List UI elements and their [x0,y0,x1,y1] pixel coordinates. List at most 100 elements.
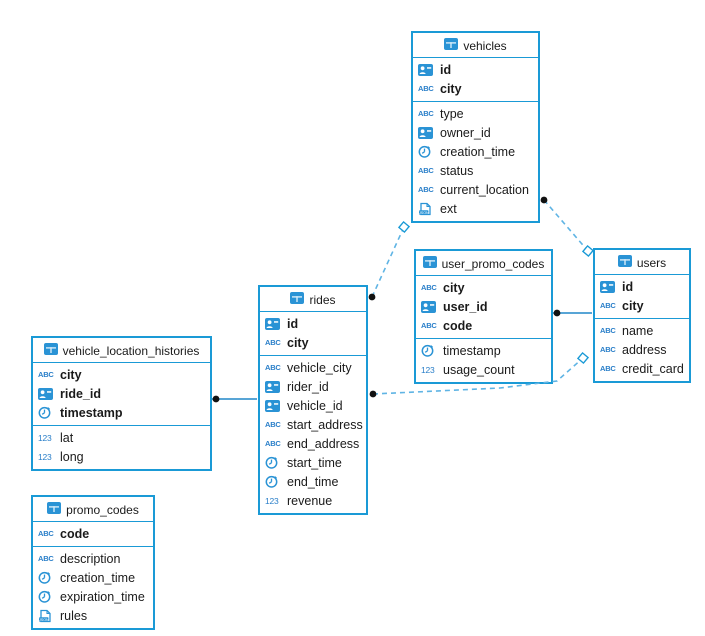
column-row: timestamp [33,403,210,422]
column-name: lat [60,430,74,445]
column-name: vehicle_id [287,398,343,413]
text-type-icon: ABC [600,345,616,354]
text-type-icon: ABC [600,301,616,310]
relationship-dot-endpoint [368,293,376,301]
columns-section: 123 lat 123 long [33,426,210,469]
timestamp-type-icon [418,145,435,158]
number-type-icon: 123 [265,495,279,506]
table-title: rides [309,292,336,307]
column-row: 123 long [33,447,210,466]
text-type-icon: ABC [265,338,281,347]
id-badge-icon [265,317,282,330]
column-row: id [595,277,689,296]
column-row: rider_id [260,377,366,396]
number-type-icon: 123 [421,364,435,375]
column-row: ABC city [595,296,689,315]
column-name: type [440,106,464,121]
column-name: usage_count [443,362,515,377]
columns-section: timestamp 123 usage_count [416,339,551,382]
column-name: long [60,449,84,464]
column-name: credit_card [622,361,684,376]
text-type-icon: ABC [38,370,54,379]
relationship-dot-endpoint [540,196,548,204]
table-title: promo_codes [66,502,139,517]
column-name: address [622,342,667,357]
column-name: city [622,298,644,313]
text-type-icon: ABC [421,321,437,330]
relationship-vehicles-users [540,196,595,258]
column-row: owner_id [413,123,538,142]
column-name: end_time [287,474,339,489]
table-header[interactable]: vehicles [413,33,538,58]
primary-key-section: ABC city ride_id timestamp [33,363,210,426]
column-name: city [440,81,462,96]
column-name: city [287,335,309,350]
column-name: timestamp [443,343,501,358]
column-name: end_address [287,436,360,451]
table-icon [444,38,459,53]
relationship-rides-vehicles [368,220,411,301]
column-name: start_time [287,455,342,470]
table-header[interactable]: promo_codes [33,497,153,522]
column-row: 123 usage_count [416,360,551,379]
column-row: 123 revenue [260,491,366,510]
table-icon [47,502,62,517]
column-row: start_time [260,453,366,472]
id-badge-icon [418,63,435,76]
column-name: timestamp [60,405,123,420]
text-type-icon: ABC [418,185,434,194]
text-type-icon: ABC [418,109,434,118]
table-header[interactable]: vehicle_location_histories [33,338,210,363]
id-badge-icon [38,387,55,400]
table-title: users [636,255,667,270]
table-header[interactable]: user_promo_codes [416,251,551,276]
column-name: city [443,280,465,295]
table-icon [290,292,305,307]
column-name: status [440,163,474,178]
column-name: owner_id [440,125,491,140]
table-header[interactable]: rides [260,287,366,312]
json-type-icon: JSON [38,609,55,623]
column-row: ABC code [416,316,551,335]
table-header[interactable]: users [595,250,689,275]
column-name: revenue [287,493,333,508]
column-name: code [443,318,473,333]
timestamp-type-icon [265,475,282,488]
table-title: user_promo_codes [441,256,545,271]
column-name: description [60,551,121,566]
timestamp-type-icon [38,571,55,584]
number-type-icon: 123 [38,432,52,443]
text-type-icon: ABC [600,364,616,373]
id-badge-icon [421,300,438,313]
column-name: city [60,367,82,382]
relationship-line [543,199,589,252]
column-row: creation_time [413,142,538,161]
number-type-icon: 123 [38,451,52,462]
relationship-diamond-endpoint [581,244,595,258]
column-name: start_address [287,417,363,432]
column-row: ride_id [33,384,210,403]
column-name: creation_time [440,144,516,159]
text-type-icon: ABC [418,84,434,93]
column-name: name [622,323,654,338]
